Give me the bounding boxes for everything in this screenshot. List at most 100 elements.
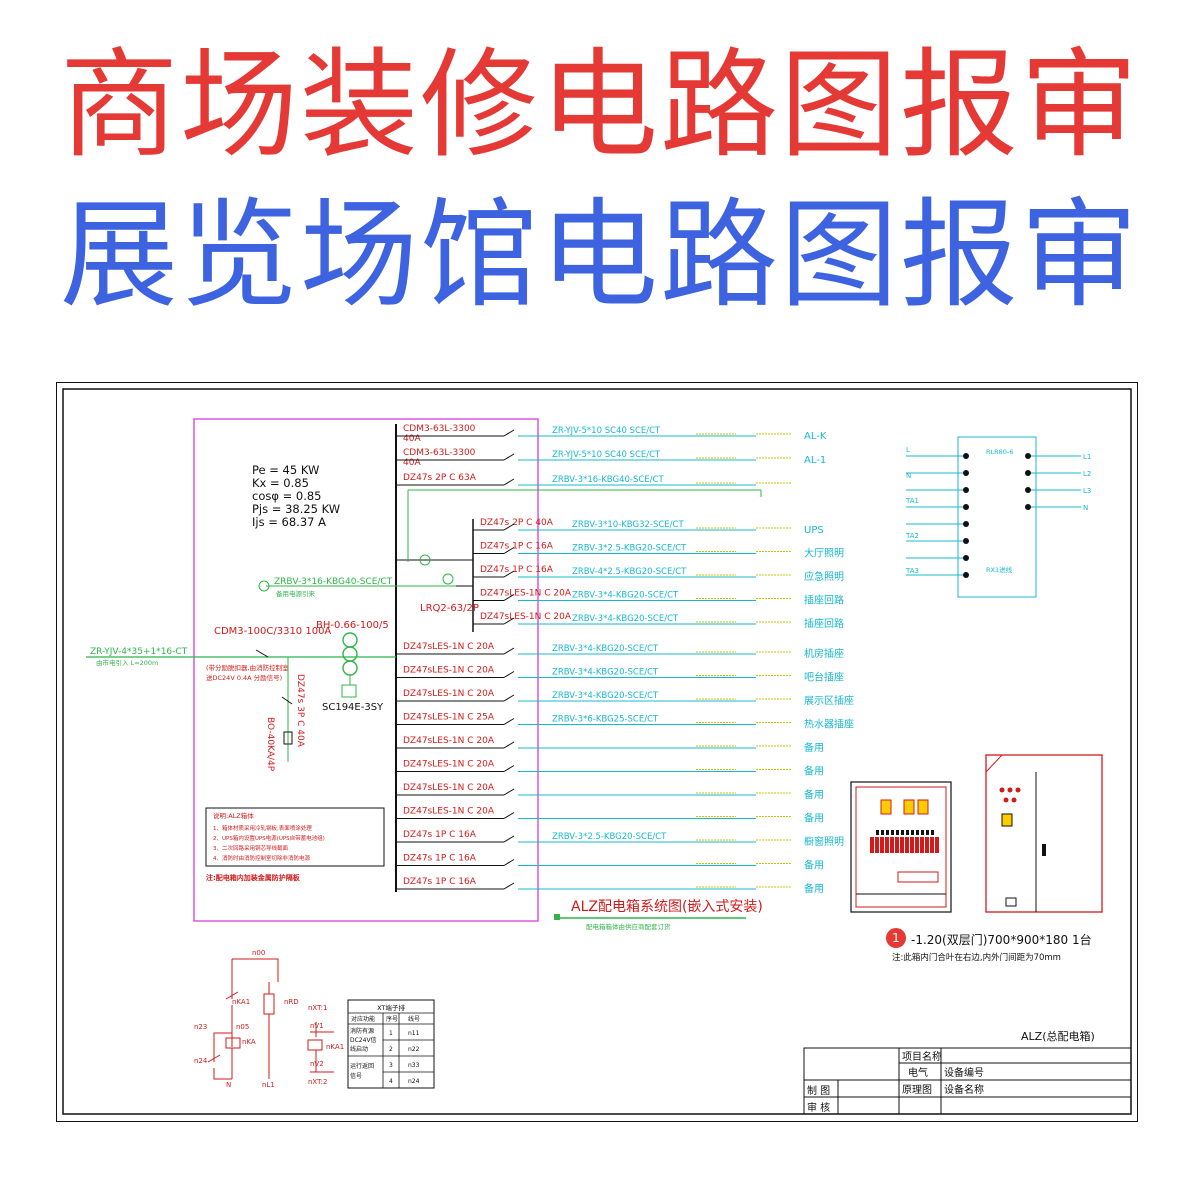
xt-header-1: 序号	[386, 1015, 398, 1023]
tb-equip-no: 设备编号	[944, 1066, 984, 1079]
circuit-dest-7: 插座回路	[804, 617, 844, 630]
cabinet-terminal-5	[901, 830, 904, 835]
cabinet-breaker-1	[875, 837, 879, 853]
circuit-rating-1: 40A	[403, 458, 421, 468]
relay-in-2: TA1	[905, 497, 919, 505]
cabinet-terminal-0	[876, 830, 879, 835]
circuit-cable-0: ZR-YJV-5*10 SC40 SCE/CT	[552, 426, 661, 436]
circuit-breaker-label-11: DZ47sLES-1N C 25A	[403, 713, 495, 723]
circuit-dest-16: 橱窗照明	[804, 835, 844, 848]
circuit-dest-15: 备用	[804, 812, 824, 825]
cabinet-breaker-4	[890, 837, 894, 853]
relay-terminal-right-1	[1025, 470, 1031, 476]
xt-func-0: 消防有源	[350, 1027, 374, 1035]
cabinet-number: 1	[892, 931, 900, 945]
control-label-6: n24	[194, 1057, 208, 1065]
xt-seq-2: 3	[389, 1062, 393, 1069]
circuit-breaker-label-4: DZ47s 1P C 16A	[480, 542, 554, 552]
control-label-2: nRD	[284, 998, 299, 1006]
relay-terminal-left-2	[963, 487, 969, 493]
cabinet-terminal-10	[926, 830, 929, 835]
circuit-breaker-label-14: DZ47sLES-1N C 20A	[403, 783, 495, 793]
notes-lines: 1、箱体材质采用冷轧钢板,表面喷涂处理2、UPS箱内设置UPS电源(UPS自带蓄…	[213, 824, 325, 862]
relay-title: RLR80-6	[986, 448, 1013, 456]
system-title: ALZ配电箱系统图(嵌入式安装)	[571, 899, 763, 915]
relay-terminal-right-0	[1025, 453, 1031, 459]
tb-drawing: 原理图	[902, 1084, 932, 1096]
control-label-3: n23	[194, 1023, 207, 1031]
relay-in-1: N	[906, 472, 911, 480]
cabinet-breaker-3	[885, 837, 889, 853]
circuit-dest-9: 吧台插座	[804, 671, 844, 684]
ats-label: LRQ2-63/2P	[420, 603, 479, 614]
title-block	[803, 1047, 1132, 1115]
cabinet-terminal-9	[921, 830, 924, 835]
control-label-0: n00	[252, 949, 265, 957]
circuit-dest-4: 大厅照明	[804, 547, 844, 560]
cabinet-breaker-10	[920, 837, 924, 853]
note-line-1: 2、UPS箱内设置UPS电源(UPS自带蓄电池组)	[213, 834, 325, 842]
param-1: Kx = 0.85	[252, 476, 309, 490]
distribution-box-outline	[193, 418, 539, 922]
circuit-cable-10: ZRBV-3*4-KBG20-SCE/CT	[552, 691, 659, 701]
relay-out-3: N	[1083, 504, 1088, 512]
param-0: Pe = 45 KW	[252, 463, 319, 477]
headline-exhibition-circuit: 展览场馆电路图报审	[59, 186, 1140, 324]
cabinet-breaker-8	[910, 837, 914, 853]
system-subtitle: 配电箱箱体由供应商配套订货	[586, 922, 671, 931]
cabinet-breaker-5	[895, 837, 899, 853]
incoming-cable-label: ZR-YJV-4*35+1*16-CT	[90, 647, 188, 657]
cabinet-breaker-12	[930, 837, 934, 853]
relay-terminal-left-0	[963, 453, 969, 459]
relay-terminal-left-5	[963, 538, 969, 544]
xt-wire-3: n24	[408, 1078, 420, 1085]
meter-label: SC194E-3SY	[322, 702, 384, 713]
circuit-breaker-label-18: DZ47s 1P C 16A	[403, 877, 477, 887]
incoming-note: 由市电引入 L=200m	[96, 658, 158, 667]
spd-note-2: 送DC24V 0.4A 分励信号)	[206, 673, 282, 682]
cabinet-breaker-9	[915, 837, 919, 853]
relay-terminal-right-3	[1025, 504, 1031, 510]
control-label-12: nV2	[310, 1060, 324, 1068]
xt-wire-2: n33	[408, 1062, 420, 1069]
tb-equip-name: 设备名称	[944, 1083, 984, 1096]
circuit-cable-9: ZRBV-3*4-KBG20-SCE/CT	[552, 668, 659, 678]
cabinet-terminal-7	[911, 830, 914, 835]
circuit-dest-11: 热水器插座	[804, 718, 854, 731]
relay-out-2: L3	[1083, 487, 1091, 495]
circuit-dest-17: 备用	[804, 859, 824, 872]
backup-note: 备用电源引来	[276, 589, 316, 598]
xt-seq-1: 2	[389, 1046, 393, 1053]
xt-seq-0: 1	[389, 1030, 393, 1037]
xt-title: XT端子排	[377, 1003, 405, 1012]
relay-terminal-right-2	[1025, 487, 1031, 493]
circuit-cable-3: ZRBV-3*10-KBG32-SCE/CT	[572, 520, 684, 530]
control-label-1: nKA1	[232, 998, 250, 1006]
spd-note: (带分励脱扣器,由消防控制室	[206, 663, 289, 672]
ct-label: BH-0.66-100/5	[316, 620, 389, 631]
relay-terminal-left-7	[963, 572, 969, 578]
circuit-breaker-label-16: DZ47s 1P C 16A	[403, 830, 477, 840]
circuit-cable-11: ZRBV-3*6-KBG25-SCE/CT	[552, 715, 659, 725]
main-breaker-label: CDM3-100C/3310 100A	[214, 626, 331, 637]
incoming-line: ZR-YJV-4*35+1*16-CT 由市电引入 L=200m CDM3-10…	[86, 620, 396, 772]
cabinet-terminal-6	[906, 830, 909, 835]
control-label-5: nKA	[242, 1038, 256, 1046]
circuit-cable-8: ZRBV-3*4-KBG20-SCE/CT	[552, 644, 659, 654]
xt-func-3: 运行返回	[350, 1062, 374, 1070]
xt-func-1: DC24V信	[350, 1036, 377, 1044]
circuit-cable-7: ZRBV-3*4-KBG20-SCE/CT	[572, 614, 679, 624]
headline-mall-circuit: 商场装修电路图报审	[59, 36, 1140, 174]
circuit-dest-5: 应急照明	[804, 570, 844, 583]
relay-terminal-left-4	[963, 521, 969, 527]
relay-in-3: TA2	[905, 532, 919, 540]
